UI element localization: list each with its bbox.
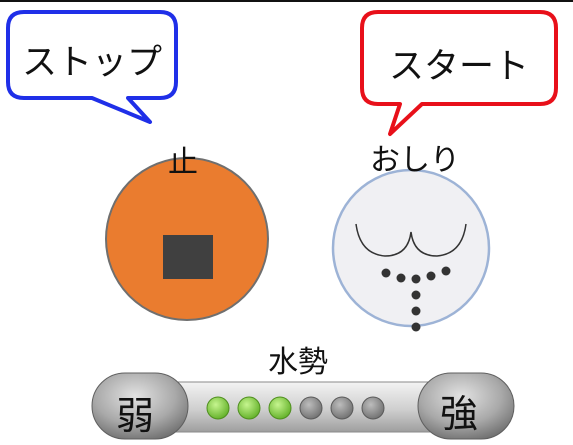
stop-label: 止 [168, 145, 198, 180]
stop-button-graphic [105, 157, 269, 321]
stop-callout-bubble [6, 10, 178, 124]
stop-callout-text: ストップ [21, 43, 162, 83]
indicator-led-on [268, 396, 292, 420]
indicator-led-off [299, 396, 323, 420]
bidet-button[interactable] [333, 170, 489, 326]
indicator-led-on [237, 396, 261, 420]
stop-button[interactable] [106, 158, 268, 320]
stop-square-icon [163, 235, 213, 279]
strong-label: 強 [440, 392, 479, 436]
weak-label: 弱 [116, 394, 155, 438]
bidet-button-graphic [331, 168, 491, 332]
strong-button-graphic [417, 372, 515, 440]
water-strength-title: 水勢 [268, 345, 328, 380]
indicator-led-off [330, 396, 354, 420]
start-callout-text: スタート [388, 47, 529, 87]
start-callout-bubble [360, 10, 558, 136]
water-strength-indicators [206, 396, 385, 420]
indicator-led-on [206, 396, 230, 420]
indicator-led-off [361, 396, 385, 420]
weak-button-graphic [91, 372, 189, 440]
bidet-icon [355, 223, 467, 332]
bidet-label: おしり [370, 143, 460, 178]
strong-button[interactable] [418, 373, 514, 439]
weak-button[interactable] [92, 373, 188, 439]
